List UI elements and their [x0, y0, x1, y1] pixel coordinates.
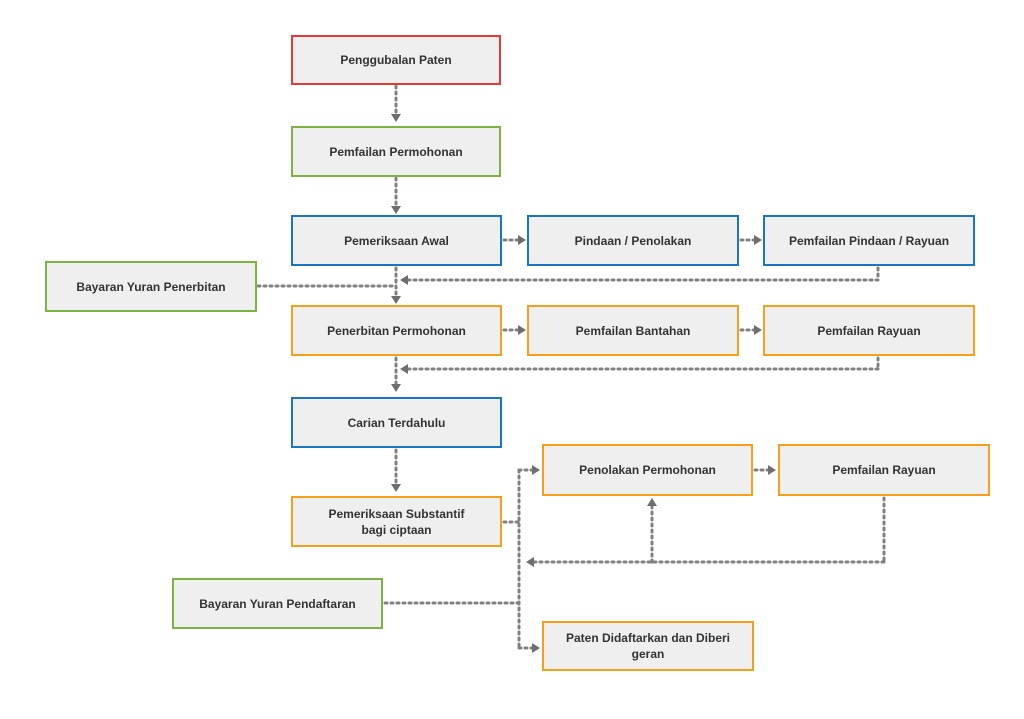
node-penolakan-permohonan: Penolakan Permohonan [542, 444, 753, 496]
node-paten-didaftarkan: Paten Didaftarkan dan Diberi geran [542, 621, 754, 671]
node-pemfailan-permohonan: Pemfailan Permohonan [291, 126, 501, 177]
node-bayaran-yuran-penerbitan: Bayaran Yuran Penerbitan [45, 261, 257, 312]
node-pemfailan-rayuan-2: Pemfailan Rayuan [778, 444, 990, 496]
node-pemfailan-pindaan-rayuan: Pemfailan Pindaan / Rayuan [763, 215, 975, 266]
node-pemeriksaan-substantif: Pemeriksaan Substantif bagi ciptaan [291, 496, 502, 547]
node-pindaan-penolakan: Pindaan / Penolakan [527, 215, 739, 266]
node-pemfailan-bantahan: Pemfailan Bantahan [527, 305, 739, 356]
node-pemeriksaan-awal: Pemeriksaan Awal [291, 215, 502, 266]
node-pemfailan-rayuan-1: Pemfailan Rayuan [763, 305, 975, 356]
node-bayaran-yuran-pendaftaran: Bayaran Yuran Pendaftaran [172, 578, 383, 629]
node-penggubalan-paten: Penggubalan Paten [291, 35, 501, 85]
node-carian-terdahulu: Carian Terdahulu [291, 397, 502, 448]
node-penerbitan-permohonan: Penerbitan Permohonan [291, 305, 502, 356]
